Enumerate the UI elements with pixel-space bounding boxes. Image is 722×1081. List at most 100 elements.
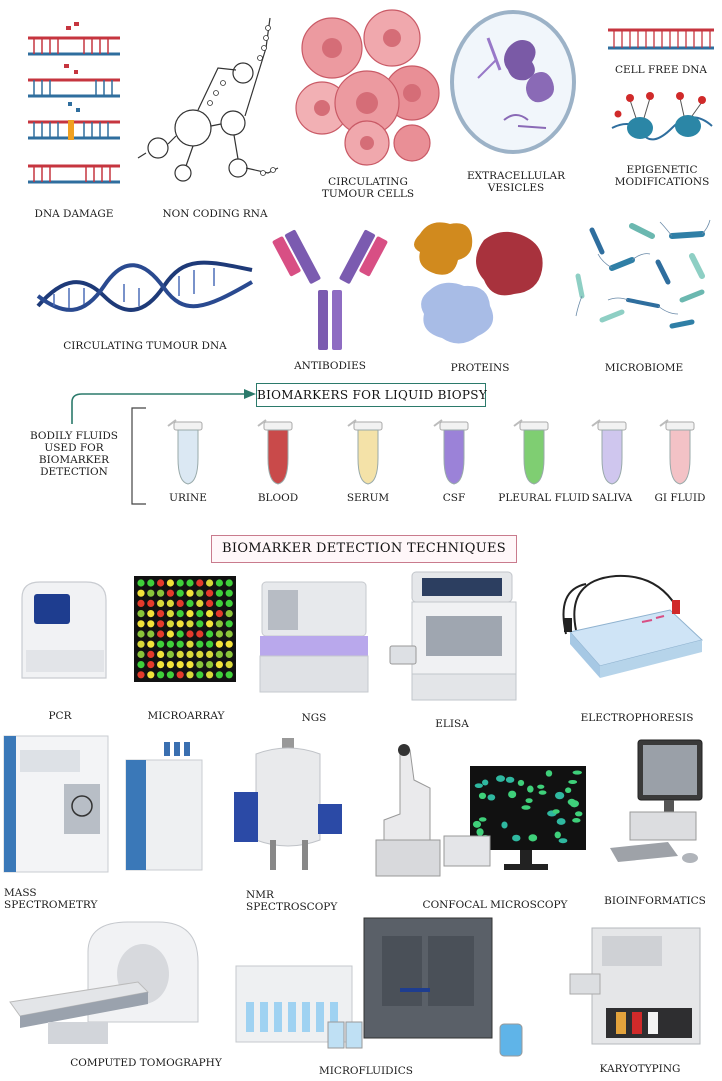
tube-gi-fluid-illustration [659,419,695,485]
microarray-spot [225,579,233,587]
microarray-spot [147,671,155,679]
microarray-spot [137,620,145,628]
fluid-label-saliva: SALIVA [591,492,633,504]
confocal-cell [572,818,581,823]
fluid-label-pleural-fluid: PLEURAL FLUID [498,492,590,504]
microarray-spot [137,671,145,679]
microarray-spot [186,589,194,597]
microarray-spot [215,620,223,628]
confocal-cell [545,770,553,777]
dna-damage-illustration [28,22,120,184]
microarray-spot [137,599,145,607]
microarray-spot [196,620,204,628]
microarray-spot [206,640,214,648]
tube-pleural-fluid-illustration [513,419,549,485]
circulating-tumour-cells-label: CIRCULATING TUMOUR CELLS [321,176,415,201]
dna-damage-label: DNA DAMAGE [34,208,114,220]
circulating-tumour-cells-illustration [295,9,440,166]
extracellular-vesicles-label: EXTRACELLULAR VESICLES [466,170,565,195]
confocal-cell [558,838,568,844]
microarray-spot [206,630,214,638]
confocal-cell [565,787,572,794]
microarray-spot [225,671,233,679]
microarray-spot [186,620,194,628]
pcr-machine-illustration [21,581,107,679]
microarray-spot [215,599,223,607]
microarray-spot [176,620,184,628]
confocal-cell [501,821,508,829]
microarray-spot [176,599,184,607]
microarray-spot [215,579,223,587]
microarray-spot [186,650,194,658]
microarray-spot [166,650,174,658]
microarray-spot [225,589,233,597]
karyotyping-illustration [569,927,701,1045]
microarray-spot [147,620,155,628]
microarray-spot [186,579,194,587]
computed-tomography-illustration [9,921,199,1044]
antibodies-label: ANTIBODIES [294,360,366,372]
microarray-spot [186,671,194,679]
microarray-label: MICROARRAY [147,710,225,722]
confocal-cell [554,791,565,800]
microarray-spot [166,640,174,648]
elisa-machine-illustration [389,571,517,701]
microarray-spot [186,630,194,638]
microarray-spot [147,630,155,638]
confocal-cell [537,784,545,789]
microarray-spot [186,640,194,648]
microarray-spot [137,650,145,658]
microarray-spot [166,630,174,638]
microarray-spot [147,589,155,597]
microarray-spot [206,671,214,679]
microarray-spot [196,589,204,597]
confocal-cell [525,798,533,804]
tube-blood-illustration [257,419,293,485]
microarray-spot [157,640,165,648]
mass-spectrometry-illustration [3,735,203,873]
bioinformatics-illustration [610,739,703,863]
confocal-cell [521,805,531,810]
microarray-spot [157,650,165,658]
confocal-cell [556,818,566,825]
microarray-spot [215,671,223,679]
electrophoresis-label: ELECTROPHORESIS [580,712,694,724]
confocal-cell [472,820,482,828]
microarray-spot [166,620,174,628]
microarray-spot [176,610,184,618]
confocal-cell [487,794,496,801]
confocal-cell [574,811,583,817]
microarray-spot [166,579,174,587]
microarray-spot [147,599,155,607]
confocal-cell [474,783,483,789]
microfluidics-illustration [235,917,523,1057]
microarray-spot [176,640,184,648]
epigenetic-modifications-illustration [611,92,713,141]
microarray-spot [196,610,204,618]
tube-serum-illustration [347,419,383,485]
microarray-spot [157,599,165,607]
biomarkers-title: BIOMARKERS FOR LIQUID BIOPSY [256,383,487,407]
confocal-microscopy-illustration [375,744,586,877]
microarray-spot [157,579,165,587]
tube-urine-illustration [167,419,203,485]
fluids-bracket [131,407,146,505]
microarray-spot [215,589,223,597]
microarray-spot [196,599,204,607]
microarray-spot [166,610,174,618]
microarray-spot [206,589,214,597]
microarray-spot [137,610,145,618]
microfluidics-label: MICROFLUIDICS [319,1065,413,1077]
microarray-spot [196,579,204,587]
microarray-spot [206,661,214,669]
microarray-spot [147,661,155,669]
mass-spectrometry-label: MASS SPECTROMETRY [4,887,98,912]
bioinformatics-label: BIOINFORMATICS [604,895,706,907]
microarray-spot [215,610,223,618]
microbiome-illustration [575,219,711,329]
circulating-tumour-dna-label: CIRCULATING TUMOUR DNA [63,340,227,352]
cell-free-dna-illustration [608,28,714,50]
confocal-cell [528,834,538,842]
ngs-machine-illustration [259,581,369,693]
confocal-cell [569,800,579,808]
